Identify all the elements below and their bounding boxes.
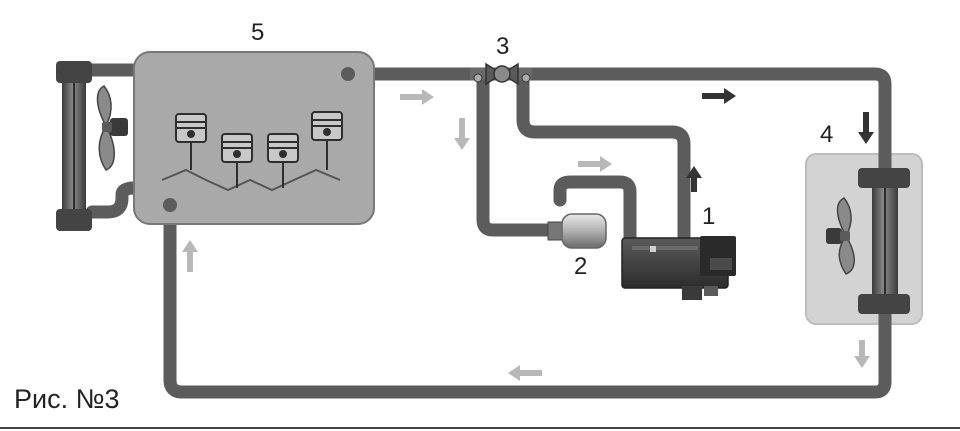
flow-arrow-icon [686, 88, 874, 192]
coolant-pipes [85, 63, 892, 399]
fan-icon [826, 197, 855, 275]
label-valve: 3 [496, 33, 509, 60]
piston-icon [267, 133, 299, 188]
label-heat-exchanger: 4 [820, 121, 833, 148]
engine-block [133, 51, 375, 225]
figure-caption: Рис. №3 [14, 384, 120, 414]
pipe-pump-to-heater [553, 175, 637, 249]
flow-arrow-icon [182, 89, 870, 381]
pipe-engine-to-exchanger [341, 67, 892, 177]
three-way-valve [470, 62, 532, 86]
engine-radiator [56, 61, 92, 231]
pipe-valve-to-pump [476, 75, 562, 237]
pipe-radiator-bottom [85, 181, 147, 219]
piston-icon [175, 113, 207, 170]
pre-heater [621, 236, 736, 300]
pipe-return-line [163, 198, 892, 399]
piston-icon [221, 133, 253, 188]
piston-icon [311, 111, 343, 170]
cabin-heat-exchanger [858, 168, 910, 314]
crankshaft-line [161, 168, 341, 192]
label-engine: 5 [251, 19, 264, 46]
label-pump: 2 [574, 253, 587, 280]
fan-icon [96, 85, 128, 171]
circulation-pump [547, 213, 607, 249]
label-heater: 1 [702, 203, 715, 230]
pipe-valve-to-heater [516, 75, 691, 247]
